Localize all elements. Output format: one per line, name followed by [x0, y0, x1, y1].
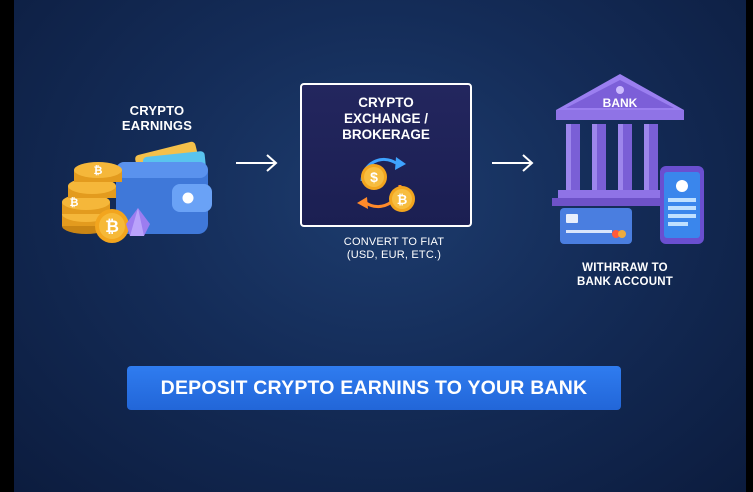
bank-sign: BANK: [603, 96, 638, 110]
bank-building-icon: BANK: [552, 74, 704, 244]
bitcoin-symbol: ₿: [105, 217, 119, 236]
exchange-title: CRYPTO EXCHANGE / BROKERAGE: [342, 95, 430, 142]
dollar-symbol: $: [370, 169, 378, 185]
bitcoin-symbol: ₿: [397, 192, 408, 207]
deposit-banner: DEPOSIT CRYPTO EARNINS TO YOUR BANK: [127, 366, 621, 410]
convert-to-fiat-label: CONVERT TO FIAT (USD, EUR, ETC.): [343, 236, 445, 261]
bitcoin-symbol: ₿: [94, 165, 103, 177]
crypto-earnings-label: CRYPTO EARNINGS: [121, 103, 193, 133]
crypto-exchange-box: CRYPTO EXCHANGE / BROKERAGE $ ₿: [300, 83, 472, 227]
withdraw-to-bank-label: WITHRRAW TO BANK ACCOUNT: [577, 262, 673, 288]
diagram-canvas: CRYPTO EARNINGS ₿ ₿ ₿: [14, 0, 746, 492]
flow-arrow: [236, 154, 278, 172]
bitcoin-symbol: ₿: [70, 197, 79, 209]
crypto-wallet-icon: ₿ ₿ ₿: [62, 141, 212, 243]
exchange-icon: $ ₿: [357, 157, 415, 212]
flow-arrow: [492, 154, 534, 172]
